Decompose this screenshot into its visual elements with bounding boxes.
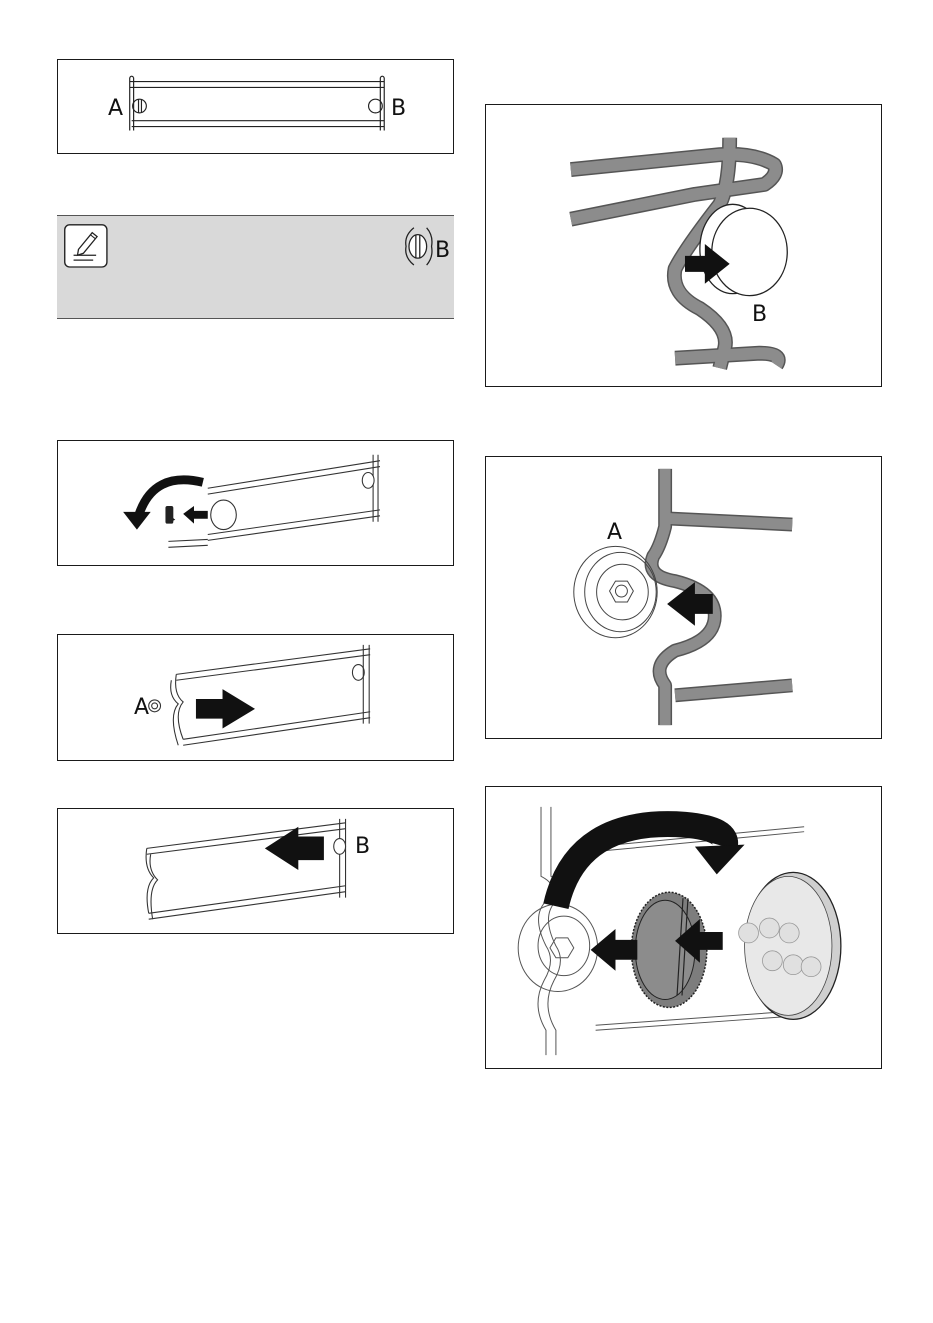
figure-pull-rack-b: B bbox=[57, 808, 454, 934]
label-b: B bbox=[752, 304, 767, 326]
note-box: B bbox=[57, 215, 454, 319]
figure-detail-a: A bbox=[485, 456, 882, 739]
screw-b-icon bbox=[406, 228, 432, 265]
detail-b-illustration bbox=[486, 105, 881, 386]
figure-push-rack-a: A bbox=[57, 634, 454, 761]
figure-rotate-screw bbox=[57, 440, 454, 566]
label-a: A bbox=[607, 522, 622, 544]
figure-cap-assembly bbox=[485, 786, 882, 1069]
note-label-b: B bbox=[435, 240, 450, 262]
push-rack-a-illustration bbox=[58, 635, 453, 760]
detail-a-illustration bbox=[486, 457, 881, 738]
figure-detail-b: B bbox=[485, 104, 882, 387]
label-a: A bbox=[134, 697, 149, 719]
label-b: B bbox=[391, 98, 406, 120]
label-a: A bbox=[108, 98, 123, 120]
label-b: B bbox=[355, 836, 370, 858]
note-pencil-icon bbox=[65, 225, 107, 267]
cap-assembly-illustration bbox=[486, 787, 881, 1068]
rotate-screw-illustration bbox=[58, 441, 453, 565]
figure-rack-overview: A B bbox=[57, 59, 454, 154]
pull-rack-b-illustration bbox=[58, 809, 453, 933]
